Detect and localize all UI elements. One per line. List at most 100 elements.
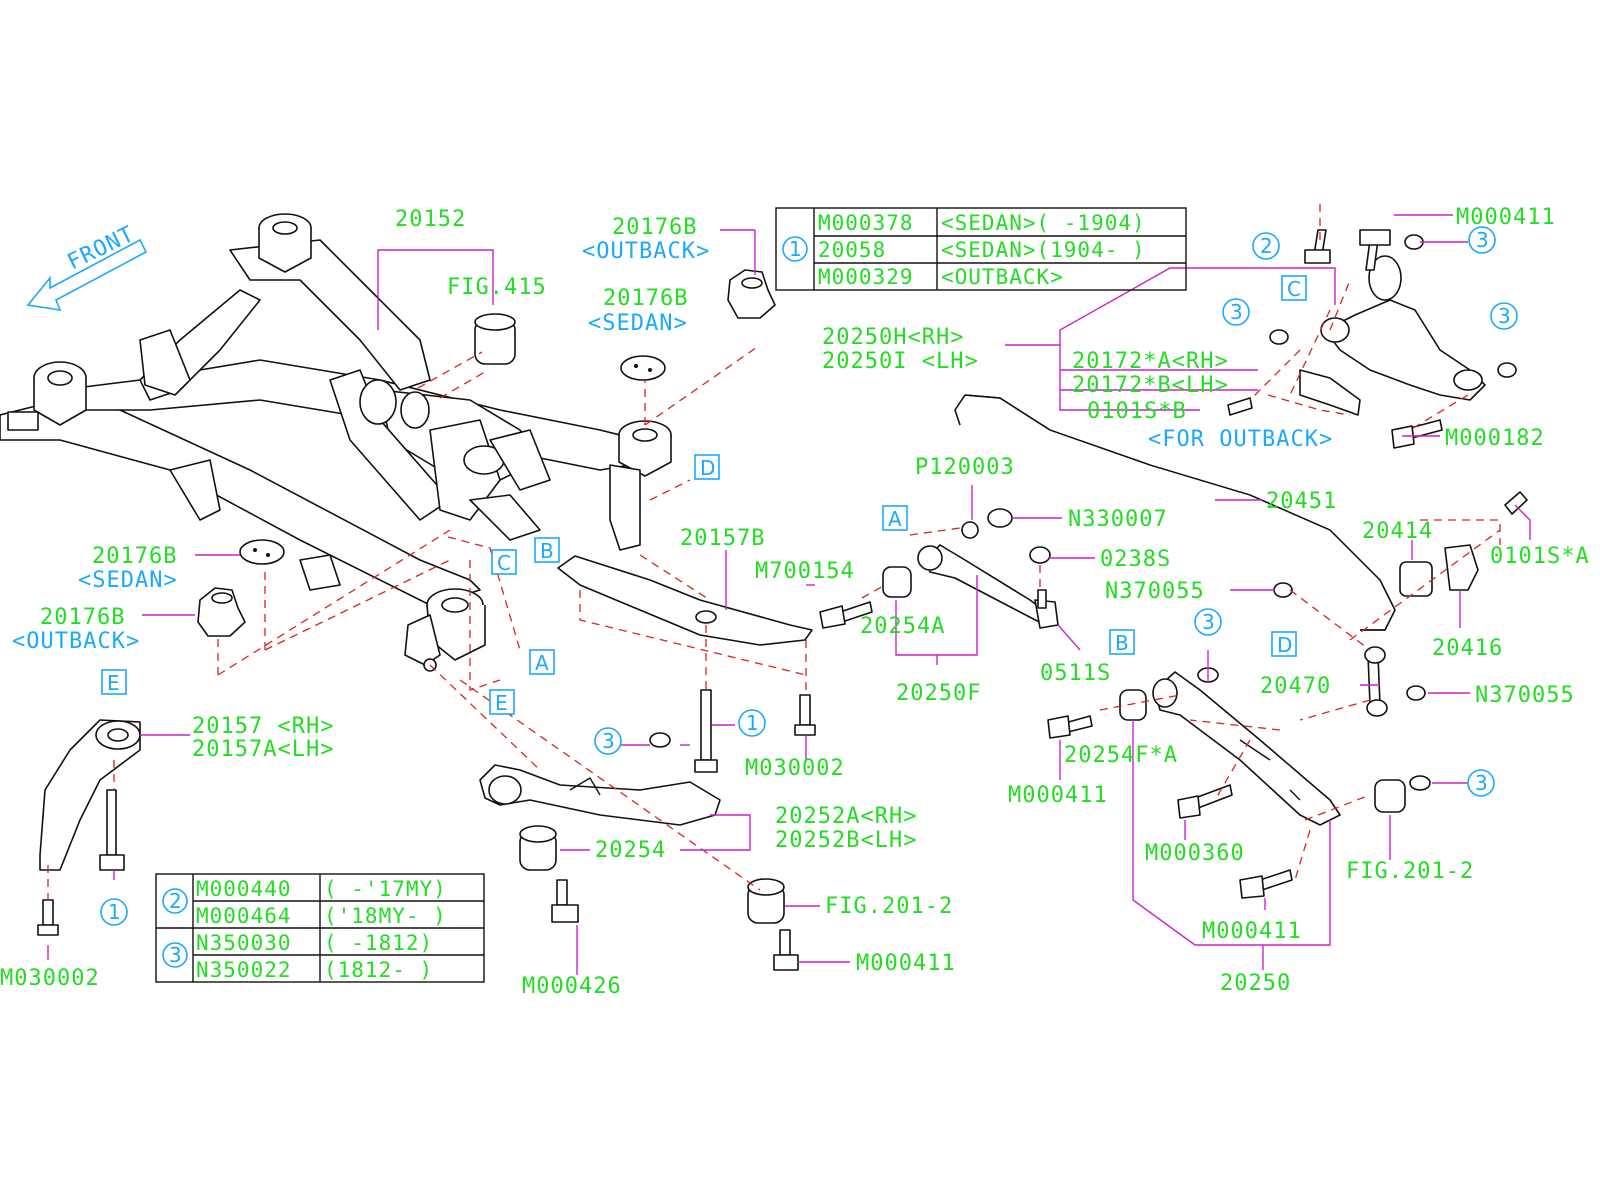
- svg-text:3: 3: [1475, 771, 1488, 795]
- label-20176b-sedan-left: 20176B: [92, 544, 177, 569]
- svg-text:B: B: [1115, 631, 1129, 655]
- reference-circles: 1 1 2 3 3 3 3 3: [100, 226, 1518, 926]
- label-20176b-outback-left: 20176B: [40, 605, 125, 630]
- svg-text:3: 3: [1202, 610, 1215, 634]
- bolt-0101sb-icon: [1227, 397, 1253, 416]
- stabilizer-link-20470-icon: [1364, 646, 1388, 717]
- label-m000411-br: M000411: [1008, 783, 1108, 808]
- bolt-m700154-icon: [819, 601, 873, 629]
- bushing-20254-icon: [519, 825, 557, 871]
- label-20470: 20470: [1260, 674, 1331, 699]
- ref-circle-3-tr: 3: [1468, 226, 1496, 254]
- label-20254fa: 20254F*A: [1064, 743, 1178, 768]
- label-m030002-left: M030002: [0, 966, 100, 991]
- lower-arm-20252-icon: [479, 764, 721, 826]
- mount-20176b-sedan-left-icon: [239, 539, 285, 565]
- table-bottom-part-2b: M000464: [196, 904, 292, 928]
- ref-circle-3-right: 3: [1490, 302, 1518, 330]
- front-arrow-icon: [26, 238, 148, 312]
- table-top-note-3: <OUTBACK>: [941, 265, 1064, 289]
- mount-20176b-outback-top-icon: [727, 269, 776, 319]
- bushing-20414-icon: [1399, 561, 1433, 597]
- ref-box-b-right: B: [1109, 629, 1135, 655]
- rear-subframe-drawing: [0, 213, 672, 672]
- ref-circle-1-left: 1: [100, 898, 128, 926]
- table-top-key: 1: [789, 237, 802, 261]
- support-20157-icon: [39, 719, 141, 871]
- label-20176b-outback-top: 20176B: [612, 215, 697, 240]
- label-20172b-lh: 20172*B<LH>: [1072, 373, 1229, 398]
- label-m000182: M000182: [1445, 426, 1545, 451]
- bolt-2-tr-icon: [1304, 229, 1331, 264]
- bushing-20254fa-icon: [1119, 689, 1147, 721]
- nut-0238s-icon: [1029, 546, 1051, 564]
- label-m700154: M700154: [755, 559, 855, 584]
- table-top-part-3: M000329: [818, 265, 914, 289]
- label-20252a-rh: 20252A<RH>: [775, 804, 917, 829]
- table-top-part-2: 20058: [818, 238, 886, 262]
- table-bottom-note-2a: ( -'17MY): [324, 877, 447, 901]
- label-20250i-lh: 20250I <LH>: [822, 349, 979, 374]
- bolt-m000411-mid-icon: [773, 929, 799, 971]
- nut-3-br-icon: [1409, 775, 1431, 791]
- ref-box-d-right: D: [1271, 631, 1297, 657]
- svg-text:C: C: [497, 551, 511, 575]
- washer-p120003-icon: [961, 521, 979, 539]
- label-0238s: 0238S: [1100, 547, 1171, 572]
- ref-box-a-top: A: [882, 505, 908, 531]
- bracket-20172-icon: [1299, 369, 1361, 416]
- upper-arm-20250h-icon: [1320, 255, 1486, 401]
- label-20176b-sedan-top: 20176B: [603, 286, 688, 311]
- ref-box-d-left: D: [694, 454, 720, 480]
- label-20254a: 20254A: [860, 614, 945, 639]
- label-20252b-lh: 20252B<LH>: [775, 828, 917, 853]
- svg-text:3: 3: [602, 729, 615, 753]
- nut-3-mid-icon: [649, 732, 671, 748]
- nut-n330007-icon: [987, 508, 1013, 528]
- bolt-m000426-icon: [551, 879, 579, 923]
- bushing-fig415-icon: [474, 313, 516, 365]
- nut-n370055-b-icon: [1406, 685, 1426, 701]
- bolt-m000411-br-icon: [1047, 715, 1093, 739]
- label-n370055-b: N370055: [1475, 683, 1575, 708]
- front-label: FRONT: [64, 222, 139, 276]
- svg-text:D: D: [700, 456, 715, 480]
- label-outback-top: <OUTBACK>: [582, 239, 710, 264]
- leader-lines: [47, 214, 1531, 975]
- label-fig2012-mid: FIG.201-2: [825, 894, 953, 919]
- label-n370055-a: N370055: [1105, 579, 1205, 604]
- ref-circle-2-tr: 2: [1252, 232, 1280, 260]
- label-p120003: P120003: [915, 455, 1015, 480]
- bushing-fig2012-br-icon: [1374, 779, 1406, 813]
- table-top-part-1: M000378: [818, 211, 914, 235]
- ref-box-c-right: C: [1281, 275, 1307, 301]
- nut-3-c-icon: [1269, 329, 1289, 345]
- ref-circle-3-c: 3: [1222, 298, 1250, 326]
- table-bottom-note-2b: ('18MY- ): [324, 904, 447, 928]
- label-20414: 20414: [1362, 519, 1433, 544]
- label-0101sa: 0101S*A: [1490, 544, 1590, 569]
- bushing-20254a-icon: [882, 566, 912, 598]
- ref-circle-3-mid: 3: [594, 727, 622, 755]
- bolt-m030002-left-icon: [37, 899, 59, 936]
- table-top-note-2: <SEDAN>(1904- ): [941, 238, 1146, 262]
- label-fig2012-br: FIG.201-2: [1346, 859, 1474, 884]
- ref-circle-3-br2: 3: [1467, 769, 1495, 797]
- mount-20176b-sedan-top-icon: [620, 355, 666, 381]
- bolt-m000411-br2-icon: [1239, 869, 1293, 899]
- ref-box-c-left: C: [491, 549, 517, 575]
- bolt-m000182-icon: [1391, 419, 1443, 449]
- ref-circle-3-br: 3: [1194, 608, 1222, 636]
- label-20250: 20250: [1220, 971, 1291, 996]
- bushing-fig2012-mid-icon: [747, 878, 785, 924]
- label-20250h-rh: 20250H<RH>: [822, 325, 964, 350]
- table-bottom-note-3b: (1812- ): [324, 958, 433, 982]
- bracket-20157b-icon: [557, 555, 813, 646]
- svg-text:3: 3: [1230, 300, 1243, 324]
- label-n330007: N330007: [1068, 507, 1168, 532]
- table-top: 1 M000378 <SEDAN>( -1904) 20058 <SEDAN>(…: [775, 207, 1187, 291]
- label-m000411-br2: M000411: [1202, 919, 1302, 944]
- clamp-20416-icon: [1444, 544, 1479, 591]
- svg-text:E: E: [107, 671, 120, 695]
- ref-box-a-left: A: [529, 649, 555, 675]
